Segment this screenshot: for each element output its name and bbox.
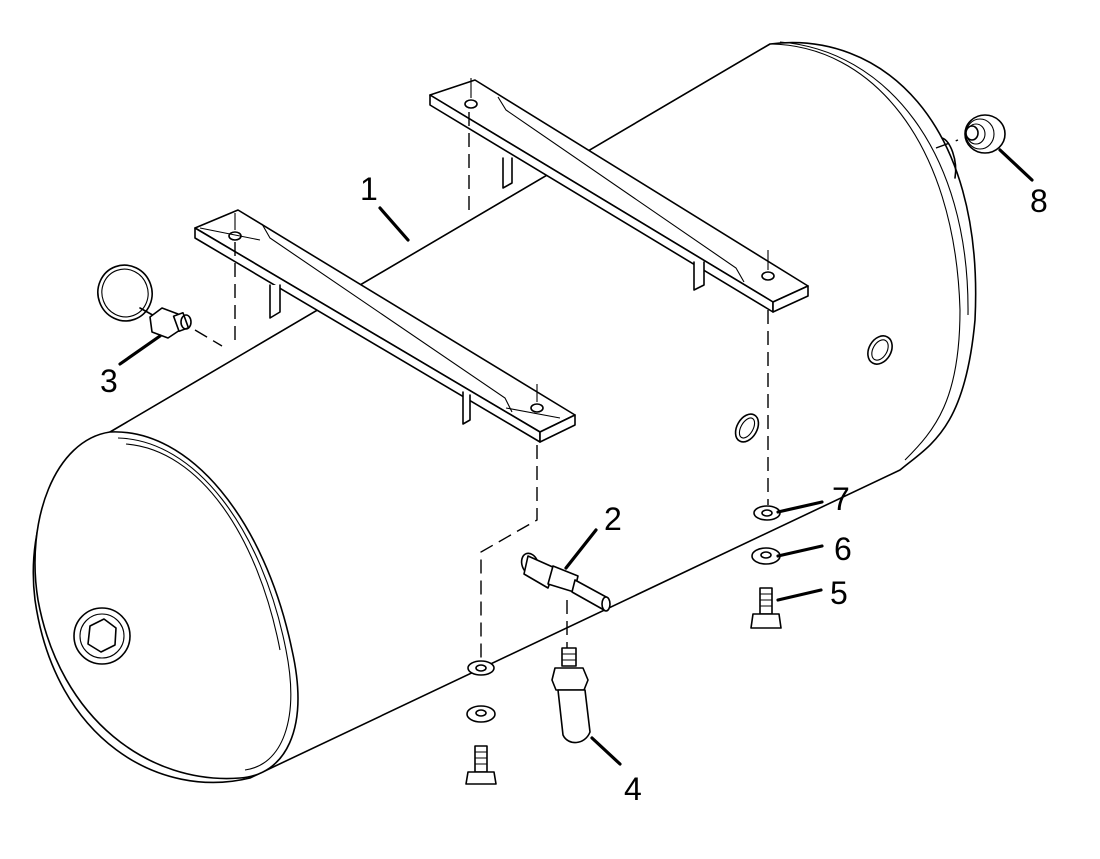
item-2-fitting xyxy=(520,552,611,612)
tank-port-lower xyxy=(734,413,760,443)
assembly-centerlines xyxy=(194,112,959,660)
strap-hole-markers xyxy=(234,78,769,402)
left-bolt-stack xyxy=(465,660,497,785)
callout-3: 3 xyxy=(100,363,118,399)
left-cap-rim-inner xyxy=(125,443,281,651)
left-cap-rim xyxy=(117,437,292,771)
item-6-washer xyxy=(751,547,781,565)
tank-port-upper xyxy=(867,335,893,365)
callout-2: 2 xyxy=(604,501,622,537)
callout-4: 4 xyxy=(624,771,642,807)
rear-mounting-strap xyxy=(429,79,809,313)
callout-6: 6 xyxy=(834,531,852,567)
right-bolt-stack xyxy=(750,505,782,629)
callout-7: 7 xyxy=(832,481,850,517)
leader-lines xyxy=(118,148,1034,766)
item-5-bolt xyxy=(750,587,782,629)
o-ring xyxy=(97,264,153,322)
item-4-sensor xyxy=(551,647,591,744)
drain-plug xyxy=(73,607,131,665)
callout-1: 1 xyxy=(360,171,378,207)
item-7-washer xyxy=(753,505,781,521)
item-8-plug xyxy=(964,114,1006,154)
front-mounting-strap xyxy=(194,209,576,443)
callout-8: 8 xyxy=(1030,183,1048,219)
left-end-cap xyxy=(34,431,299,780)
item-3-fitting xyxy=(97,264,192,339)
tank-top-edge xyxy=(109,43,771,433)
callout-5: 5 xyxy=(830,575,848,611)
right-end-stub xyxy=(941,137,957,179)
right-dome-rim xyxy=(769,43,961,461)
right-dome-rim-outer xyxy=(779,41,969,316)
